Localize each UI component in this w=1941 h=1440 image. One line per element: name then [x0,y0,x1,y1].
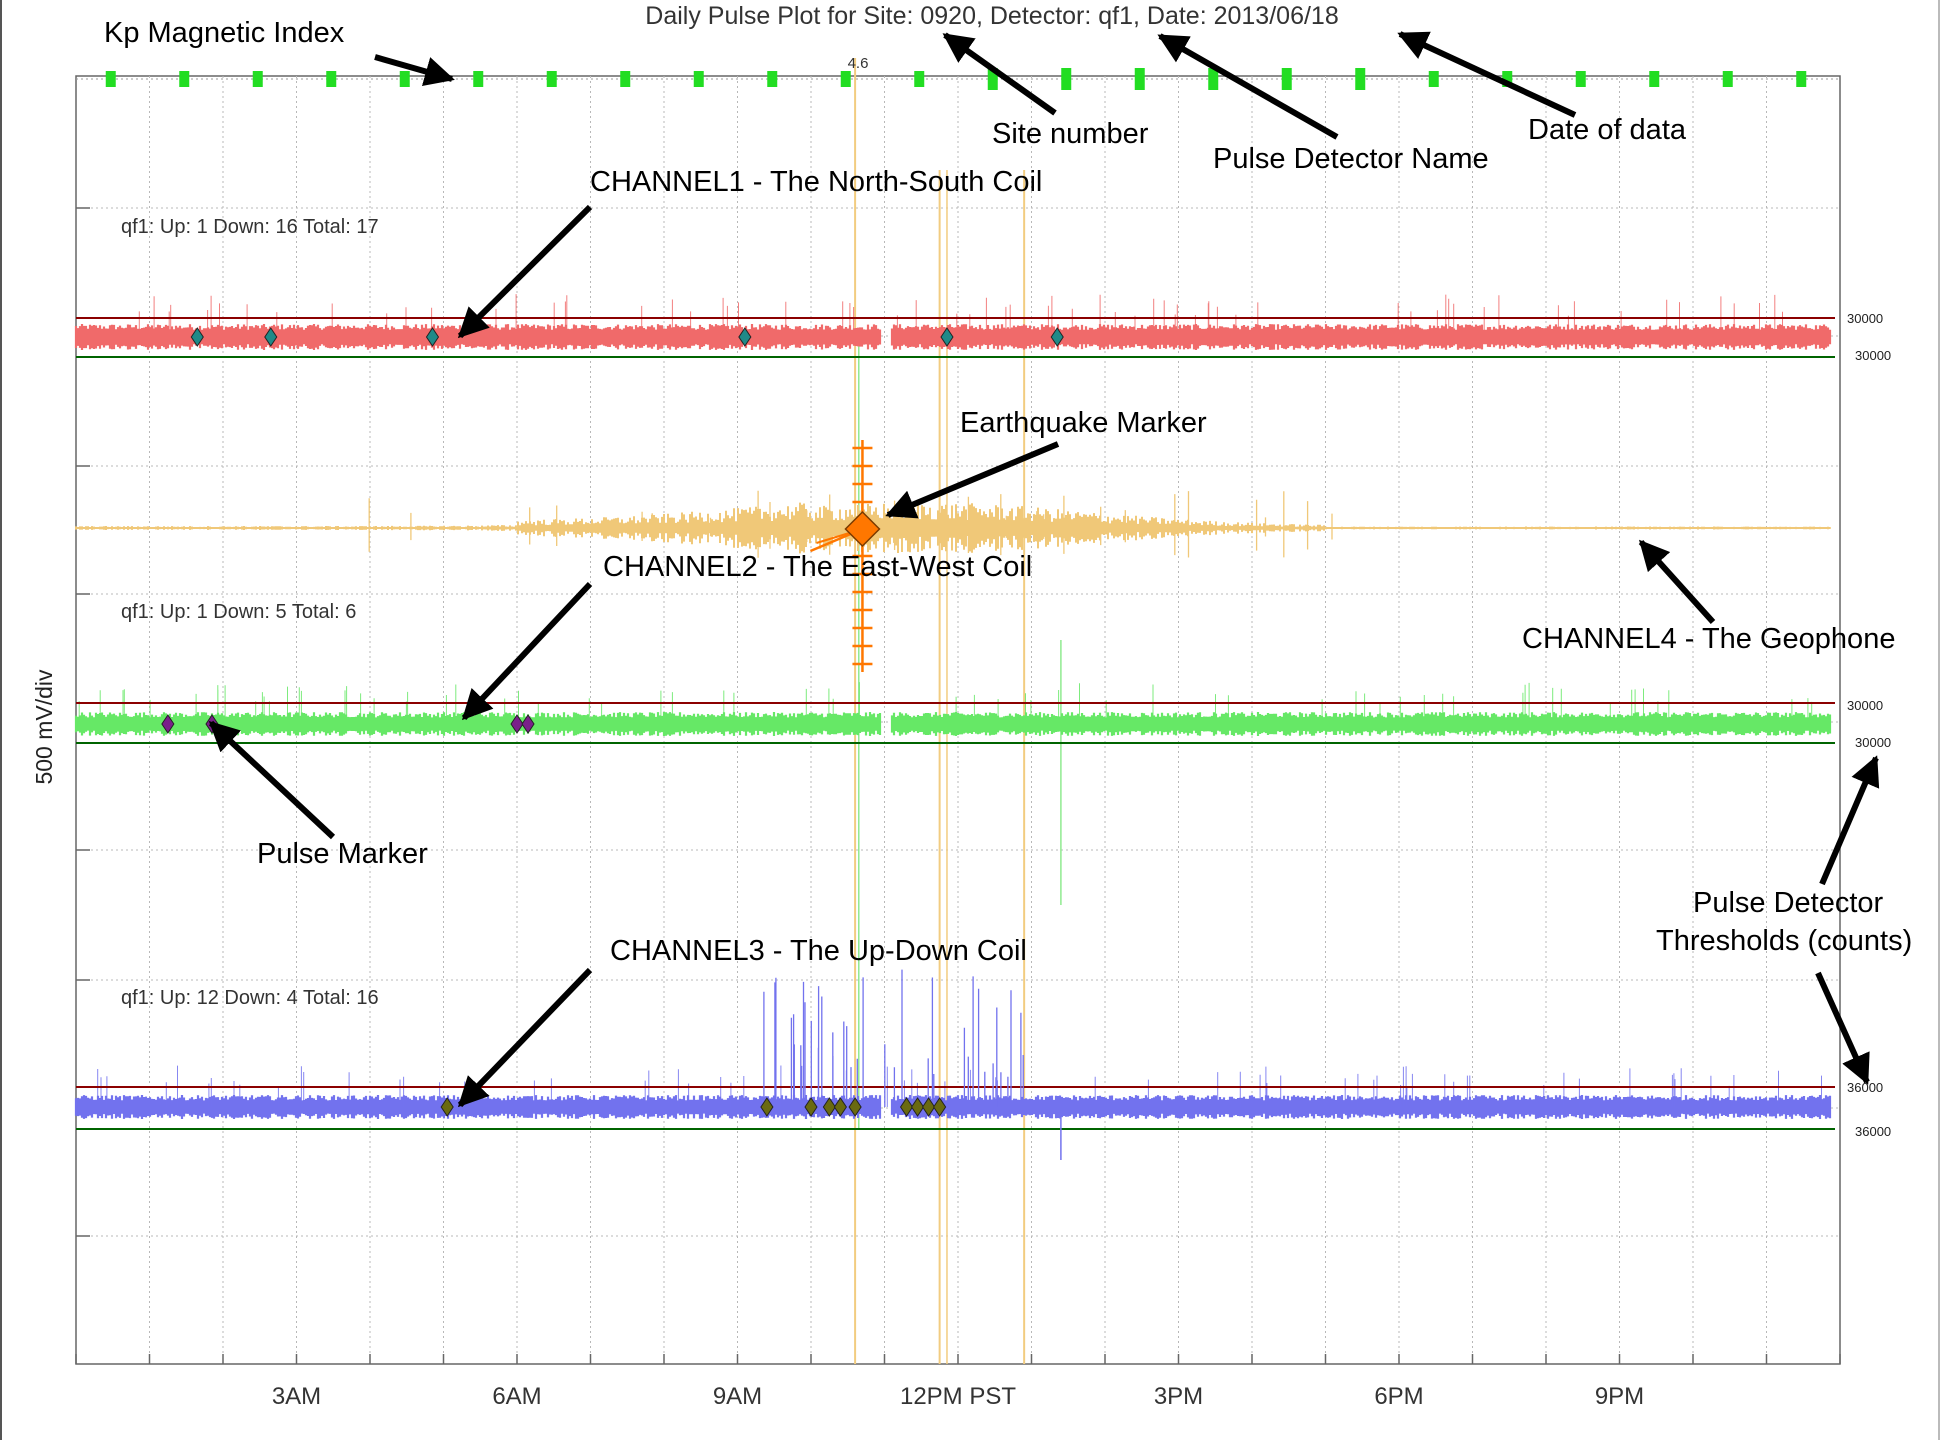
kp-bar [252,71,263,87]
x-tick-label: 9PM [1595,1383,1644,1410]
annotation-ch4: CHANNEL4 - The Geophone [1522,623,1895,655]
pulse-marker [738,327,752,347]
channel3-large-spikes [763,969,1024,1107]
annotation-kp: Kp Magnetic Index [104,17,345,49]
pulse-marker [833,1097,848,1117]
kp-bar [1575,71,1586,87]
kp-bar [105,71,116,87]
earthquake-diamond [844,510,881,548]
channel2-stats: qf1: Up: 1 Down: 5 Total: 6 [121,601,356,623]
pulse-marker [190,327,204,347]
kp-bar [767,71,778,87]
x-tick-label: 3AM [272,1383,321,1410]
kp-bar [1722,71,1733,87]
kp-bar [1428,71,1439,87]
arrow-earthquake [885,441,1060,519]
annotation-pulse: Pulse Marker [257,838,428,870]
kp-bar [987,68,998,90]
arrow-kp [374,54,455,87]
ch2-threshold-up: 30000 [1847,698,1883,713]
kp-bar [1134,68,1145,90]
arrow-ch2 [461,581,593,721]
x-tick-label: 12PM PST [900,1383,1016,1410]
x-tick-label: 9AM [713,1383,762,1410]
kp-value-label: 4.6 [848,55,869,72]
annotation-earthquake: Earthquake Marker [960,407,1207,439]
x-tick-label: 6AM [492,1383,541,1410]
channel-traces [74,294,1835,1160]
annotation-ch3: CHANNEL3 - The Up-Down Coil [610,935,1027,967]
kp-bar [840,71,851,87]
y-axis-label: 500 mV/div [31,669,57,785]
pulse-marker [1050,327,1064,347]
pulse-marker [760,1097,774,1117]
annotation-threshold-2: Thresholds (counts) [1656,925,1912,957]
kp-bar [1355,68,1366,90]
earthquake-marker [809,440,881,672]
channel4-spikes [368,490,1333,558]
ch1-threshold-down: 30000 [1855,348,1891,363]
kp-bar [326,71,337,87]
pulse-marker [425,327,440,347]
annotation-arrows [208,31,1880,1108]
kp-bar [1208,68,1219,90]
channel3-stats: qf1: Up: 12 Down: 4 Total: 16 [121,987,379,1009]
kp-index-bars [76,68,1840,90]
arrow-pulse [208,720,336,840]
pulse-marker [440,1097,454,1117]
annotation-site: Site number [992,118,1149,150]
kp-bar [693,71,704,87]
pulse-markers [161,327,1064,1117]
pulse-marker [804,1097,818,1117]
arrow-threshold-down [1815,971,1870,1085]
annotation-date: Date of data [1528,114,1687,146]
annotation-ch1: CHANNEL1 - The North-South Coil [590,166,1042,198]
pulse-marker [940,327,954,347]
x-tick-label: 3PM [1154,1383,1203,1410]
kp-bar [179,71,190,87]
kp-bar [914,71,925,87]
annotation-ch2: CHANNEL2 - The East-West Coil [603,551,1032,583]
channel2-trace [74,712,1832,736]
channel3-trace [74,1095,1832,1119]
chart-title: Daily Pulse Plot for Site: 0920, Detecto… [645,2,1338,30]
arrow-date [1397,31,1577,118]
annotation-threshold-1: Pulse Detector [1693,887,1884,919]
x-axis-tick-labels: 3AM 6AM 9AM 12PM PST 3PM 6PM 9PM [272,1383,1644,1410]
channel2-spikes [78,682,1813,724]
arrow-ch3 [457,967,593,1108]
pulse-marker [161,714,175,734]
ch1-threshold-up: 30000 [1847,311,1883,326]
kp-bar [1281,68,1292,90]
kp-bar [399,71,410,87]
x-tick-label: 6PM [1374,1383,1423,1410]
channel1-stats: qf1: Up: 1 Down: 16 Total: 17 [121,216,379,238]
annotation-detector: Pulse Detector Name [1213,143,1489,175]
arrow-site [942,32,1057,116]
annotations: Kp Magnetic Index Site number Pulse Dete… [104,17,1912,967]
pulse-marker [264,327,278,347]
arrow-threshold-up [1819,755,1880,886]
kp-bar [473,71,484,87]
kp-bar [1796,71,1807,87]
kp-bar [1502,71,1513,87]
arrow-ch1 [457,204,593,339]
ch2-threshold-down: 30000 [1855,735,1891,750]
kp-bar [620,71,631,87]
kp-bar [1649,71,1660,87]
pulse-marker [848,1097,862,1117]
ch3-threshold-down: 36000 [1855,1124,1891,1139]
pulse-marker [521,714,535,734]
pulse-marker [933,1097,947,1117]
kp-bar [546,71,557,87]
arrow-ch4 [1638,539,1716,625]
kp-bar [1061,68,1072,90]
arrow-detector [1157,33,1339,140]
